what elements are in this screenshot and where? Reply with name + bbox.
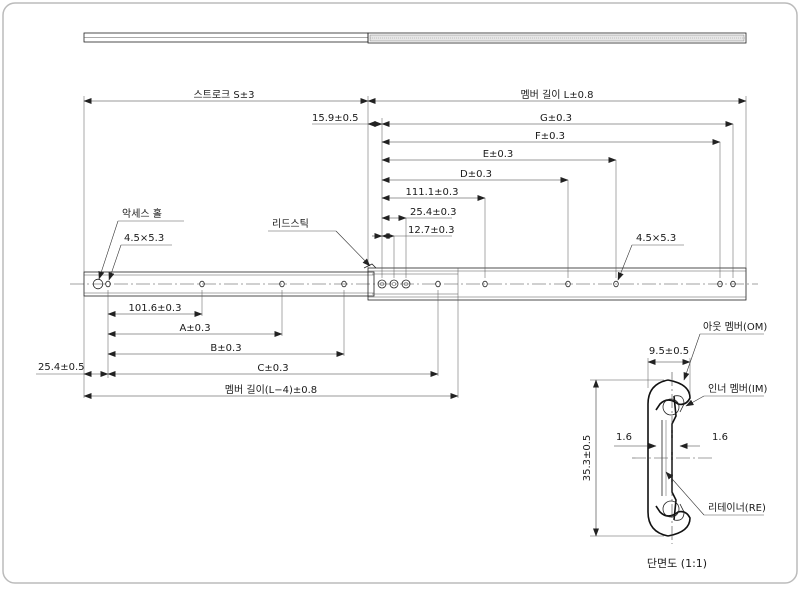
dim-member-length-l4: 멤버 길이(L−4)±0.8	[225, 383, 317, 396]
label-outer-member: 아웃 멤버(OM)	[703, 321, 767, 333]
dim-1-6-right: 1.6	[712, 432, 728, 443]
callouts: 악세스 홀 4.5×5.3 리드스틱 4.5×5.3	[98, 207, 684, 281]
hole-4-5x5-3-right	[613, 280, 619, 288]
ball-upper	[662, 398, 680, 416]
dim-c: C±0.3	[257, 363, 288, 374]
dim-a: A±0.3	[179, 323, 210, 334]
dim-25-4-left: 25.4±0.5	[38, 362, 85, 373]
dim-e: E±0.3	[483, 149, 514, 160]
label-access-hole: 악세스 홀	[122, 207, 162, 220]
dimensions-bottom: 101.6±0.3 A±0.3 B±0.3 C±0.3 25.4±0.5 멤버 …	[36, 303, 459, 399]
dim-1-6-left: 1.6	[616, 432, 632, 443]
dim-35-3: 35.3±0.5	[582, 435, 593, 482]
outer-member-body	[367, 267, 747, 301]
extension-lines-bottom	[83, 290, 459, 398]
lead-stick-shape	[363, 263, 377, 269]
dim-12-7: 12.7±0.3	[408, 225, 455, 236]
top-view	[83, 32, 747, 44]
dim-d: D±0.3	[460, 169, 492, 180]
dim-15-9: 15.9±0.5	[312, 113, 359, 124]
dim-stroke: 스트로크 S±3	[193, 89, 254, 101]
label-hole-left: 4.5×5.3	[124, 233, 164, 244]
outer-member-profile	[647, 379, 669, 537]
dimensions-top: 스트로크 S±3 멤버 길이 L±0.8 15.9±0.5 G±0.3 F±0.…	[83, 88, 747, 239]
ball-lower	[662, 500, 680, 518]
inner-member-body	[83, 271, 375, 297]
dim-member-length: 멤버 길이 L±0.8	[520, 88, 593, 101]
cross-section: 9.5±0.5 1.6 1.6 35.3±0.5 아웃 멤버(OM) 인너 멤버…	[582, 321, 767, 570]
label-hole-right: 4.5×5.3	[636, 233, 676, 244]
dim-g: G±0.3	[540, 113, 572, 124]
dim-101-6: 101.6±0.3	[129, 303, 182, 314]
label-lead-stick: 리드스틱	[272, 218, 309, 230]
dim-9-5: 9.5±0.5	[649, 346, 689, 357]
dim-b: B±0.3	[210, 343, 241, 354]
label-inner-member: 인너 멤버(IM)	[708, 383, 767, 395]
label-retainer: 리테이너(RE)	[708, 502, 766, 514]
dim-111-1: 111.1±0.3	[406, 187, 459, 198]
dim-f: F±0.3	[535, 131, 565, 142]
dim-25-4: 25.4±0.3	[410, 207, 457, 218]
section-title: 단면도 (1:1)	[647, 557, 707, 570]
access-hole	[92, 278, 104, 290]
hole-4-5x5-3-left	[105, 280, 111, 288]
rail-front-view	[70, 263, 758, 301]
